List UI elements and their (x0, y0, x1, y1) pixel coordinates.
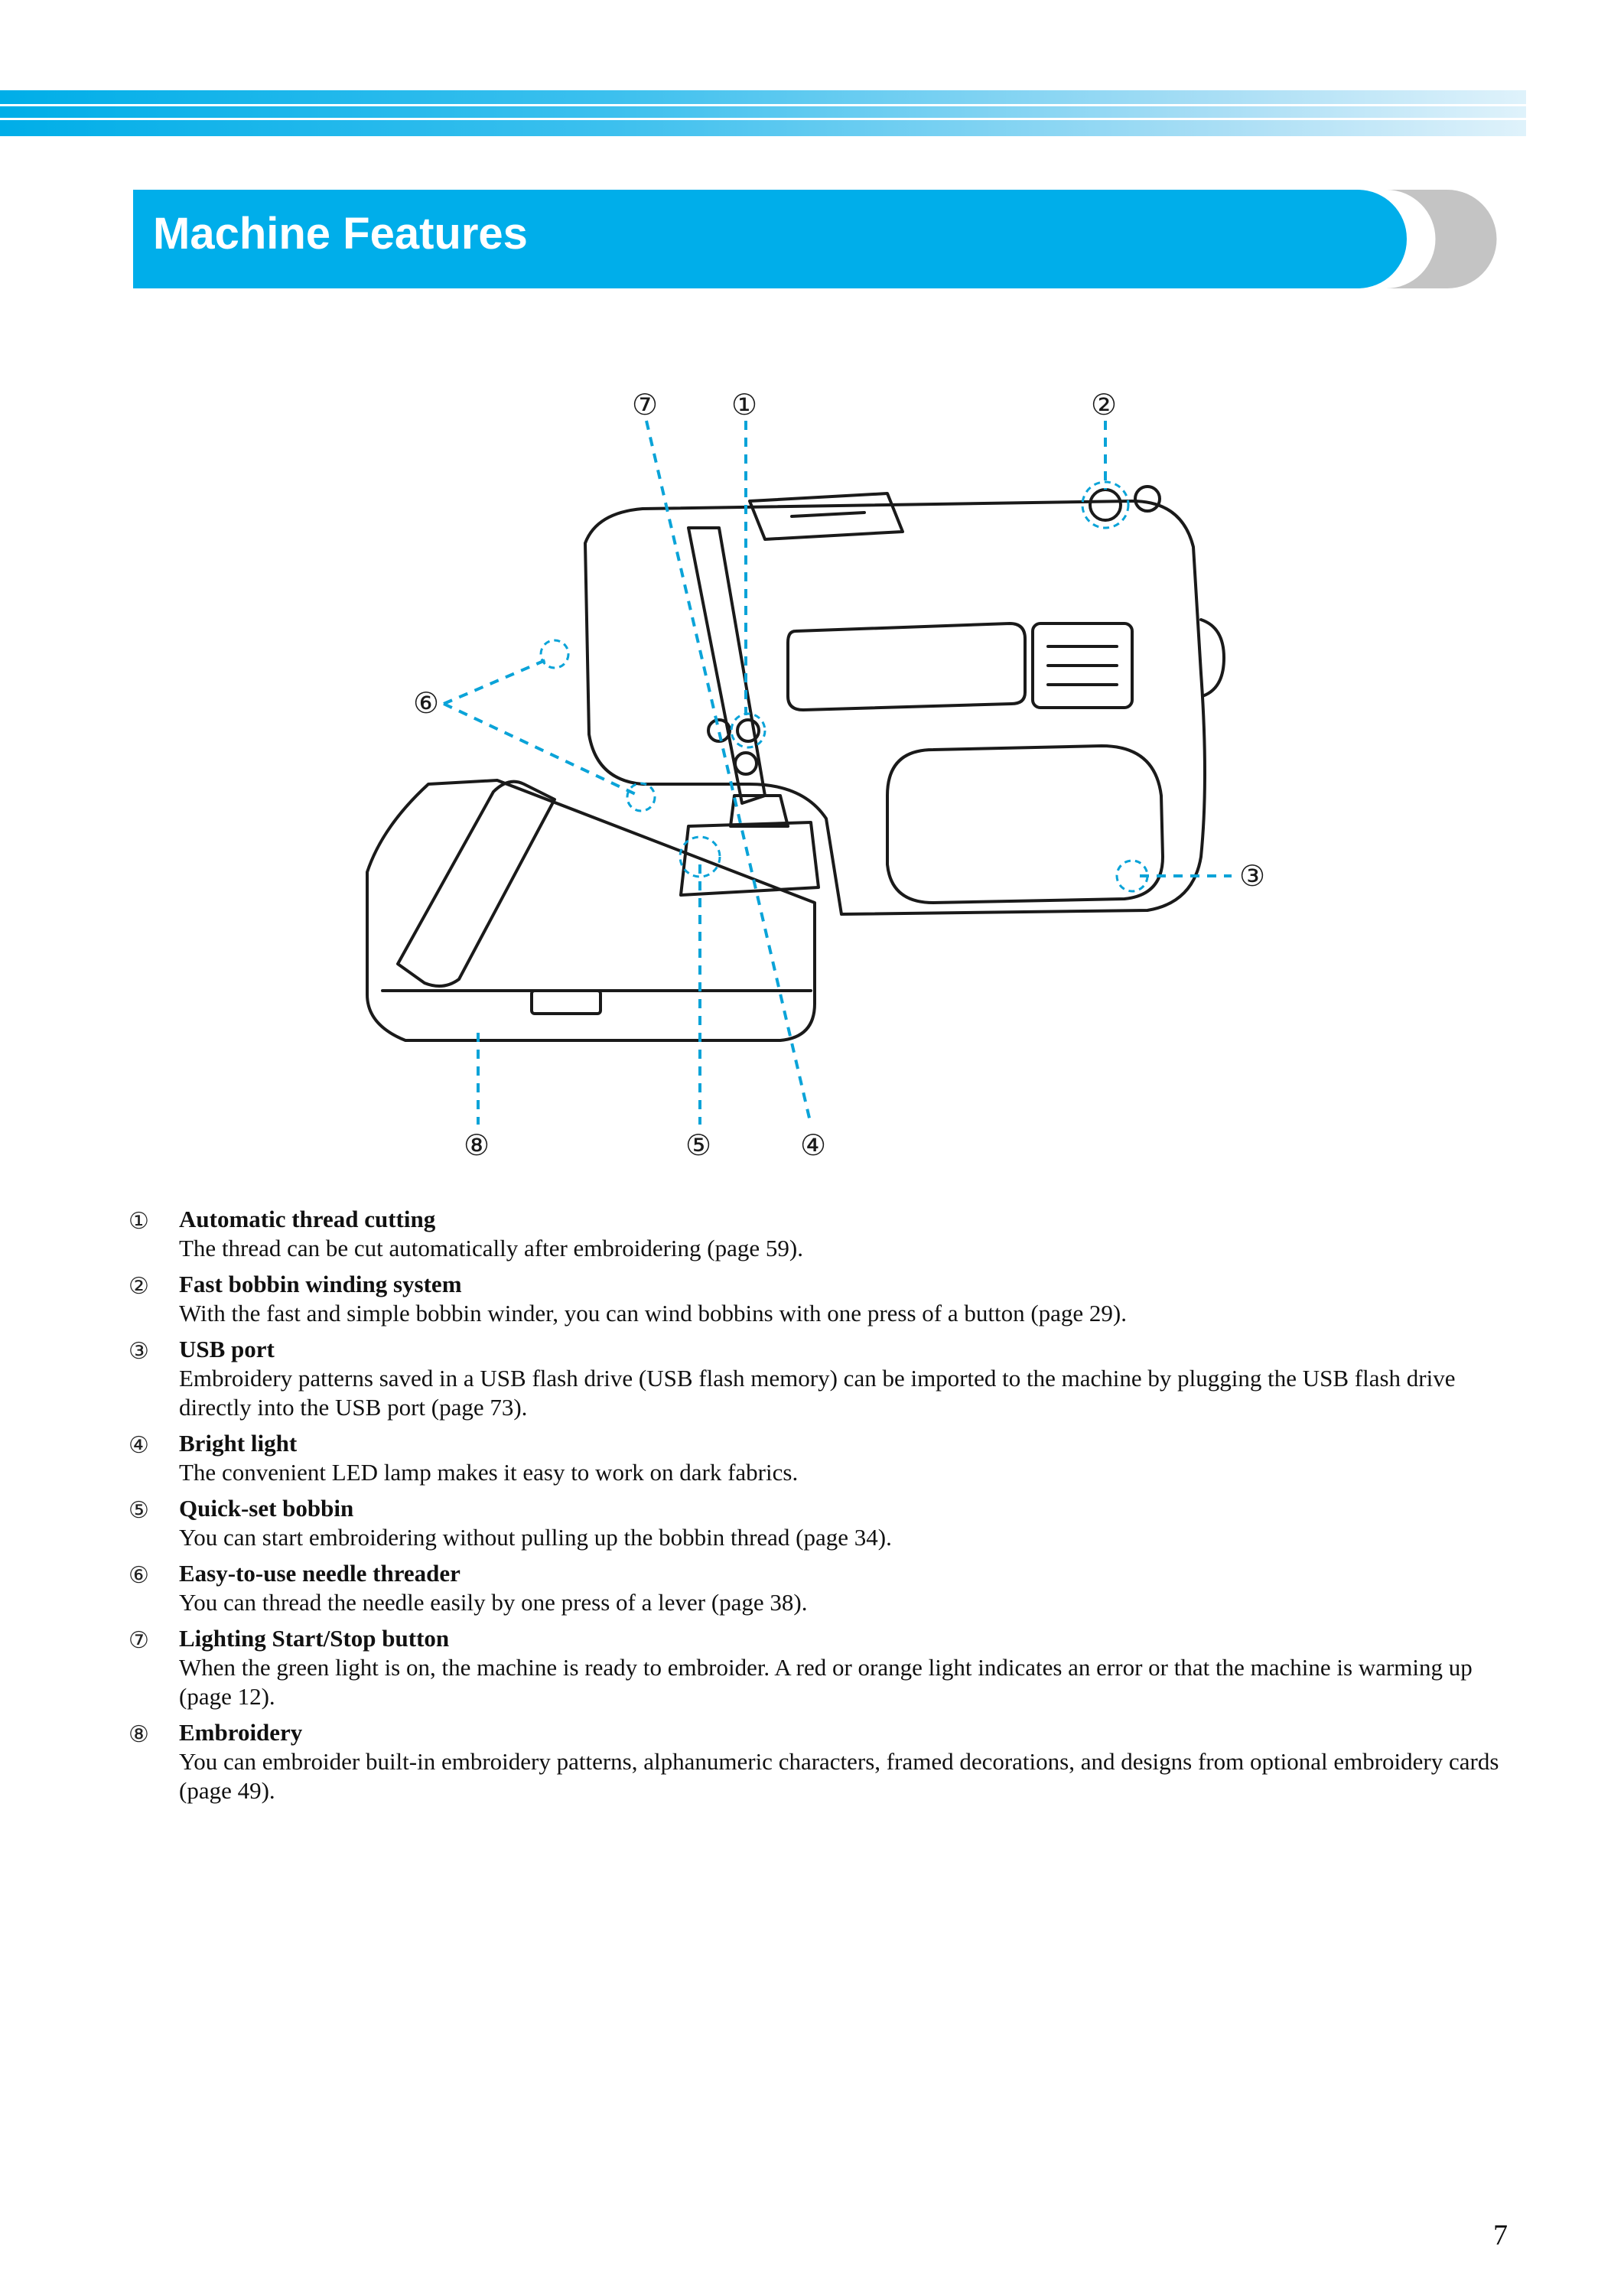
list-item: ② Fast bobbin winding system With the fa… (129, 1270, 1505, 1328)
feature-description: Embroidery patterns saved in a USB flash… (179, 1365, 1456, 1421)
list-item: ⑥ Easy-to-use needle threader You can th… (129, 1559, 1505, 1617)
feature-title: USB port (179, 1336, 275, 1362)
embroidery-unit (366, 779, 816, 1042)
feature-description: The thread can be cut automatically afte… (179, 1235, 803, 1261)
feature-number: ③ (129, 1338, 149, 1365)
head-column (687, 526, 766, 805)
feature-number: ④ (129, 1432, 149, 1459)
leader-6b (443, 702, 640, 797)
title-tab-decoration (1386, 190, 1497, 288)
feature-number: ⑧ (129, 1721, 149, 1748)
feature-title: Bright light (179, 1430, 298, 1457)
list-item: ① Automatic thread cutting The thread ca… (129, 1205, 1505, 1263)
callout-5: ⑤ (685, 1128, 711, 1162)
feature-number: ⑦ (129, 1627, 149, 1654)
feature-number: ① (129, 1208, 149, 1235)
machine-diagram: ⑦ ① ② ⑥ ③ ⑧ ⑤ ④ (366, 388, 1265, 1162)
feature-title: Quick-set bobbin (179, 1495, 354, 1522)
band-stripe (0, 118, 1526, 120)
list-item: ③ USB port Embroidery patterns saved in … (129, 1335, 1505, 1422)
leader-7 (645, 420, 812, 1125)
feature-title: Easy-to-use needle threader (179, 1560, 461, 1587)
callout-2: ② (1091, 388, 1117, 422)
feature-title: Fast bobbin winding system (179, 1271, 462, 1297)
needle-plate (679, 821, 820, 897)
page-number: 7 (1493, 2219, 1508, 2251)
feature-title: Lighting Start/Stop button (179, 1625, 450, 1652)
leader-6a (443, 656, 552, 705)
top-header-band (0, 90, 1526, 136)
feature-description: With the fast and simple bobbin winder, … (179, 1300, 1128, 1327)
page-title: Machine Features (153, 209, 528, 259)
list-item: ④ Bright light The convenient LED lamp m… (129, 1429, 1505, 1487)
section-title-bar: Machine Features (133, 190, 1407, 288)
lcd-display (786, 622, 1027, 711)
band-stripe (0, 104, 1526, 106)
machine-body (584, 500, 1206, 916)
winder-knob (1134, 485, 1161, 513)
callout-8: ⑧ (464, 1128, 490, 1162)
feature-list: ① Automatic thread cutting The thread ca… (129, 1205, 1505, 1812)
machine-free-arm (886, 744, 1164, 904)
feature-title: Embroidery (179, 1719, 303, 1746)
list-item: ⑦ Lighting Start/Stop button When the gr… (129, 1624, 1505, 1711)
top-cover (748, 492, 904, 541)
presser-foot (729, 794, 789, 828)
list-item: ⑧ Embroidery You can embroider built-in … (129, 1718, 1505, 1805)
callout-1: ① (731, 388, 757, 422)
feature-description: When the green light is on, the machine … (179, 1654, 1473, 1710)
feature-description: You can thread the needle easily by one … (179, 1589, 808, 1616)
cutter-button (736, 718, 760, 743)
unit-handle (530, 989, 602, 1015)
embroidery-arm (396, 780, 556, 988)
handwheel (1199, 618, 1225, 698)
callout-6: ⑥ (413, 686, 439, 720)
feature-description: The convenient LED lamp makes it easy to… (179, 1459, 799, 1486)
feature-description: You can embroider built-in embroidery pa… (179, 1748, 1499, 1804)
callout-7: ⑦ (632, 388, 658, 422)
feature-number: ② (129, 1273, 149, 1300)
bobbin-winder (1089, 488, 1122, 522)
callout-4: ④ (800, 1128, 826, 1162)
feature-number: ⑤ (129, 1497, 149, 1524)
feature-number: ⑥ (129, 1562, 149, 1589)
feature-description: You can start embroidering without pulli… (179, 1524, 892, 1551)
list-item: ⑤ Quick-set bobbin You can start embroid… (129, 1494, 1505, 1552)
feature-title: Automatic thread cutting (179, 1206, 436, 1232)
control-panel (1031, 622, 1134, 709)
callout-3: ③ (1239, 859, 1265, 893)
